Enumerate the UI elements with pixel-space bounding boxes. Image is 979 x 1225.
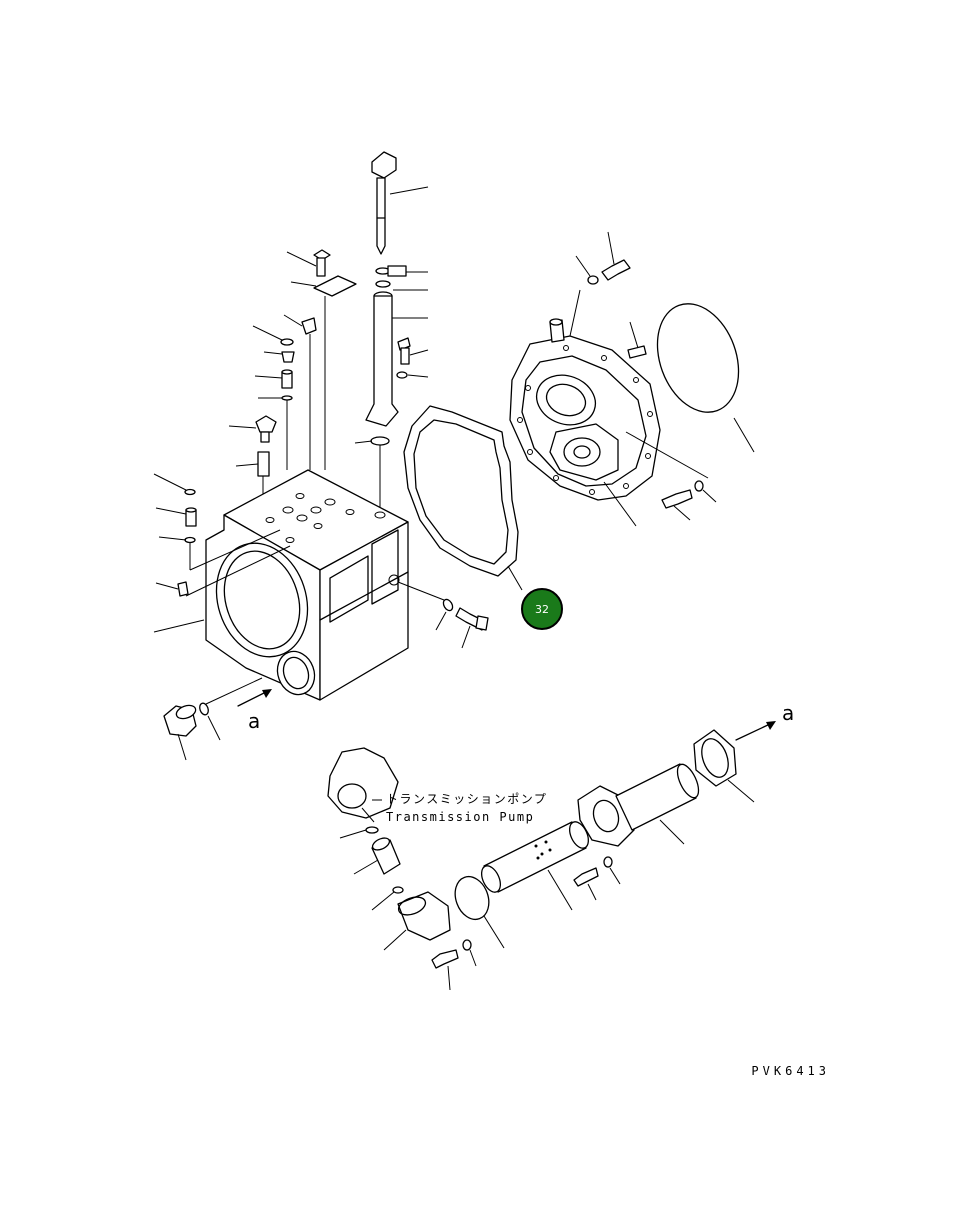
small-parts-column [228,249,357,500]
left-fittings [153,473,197,597]
pump-label: トランスミッションポンプ Transmission Pump [372,792,547,824]
callout-number: 32 [535,603,549,616]
pump-group [327,729,755,991]
drain-plug [163,677,263,761]
view-arrow-right-label: a [782,701,794,725]
callout-badge[interactable]: 32 [521,588,563,630]
view-arrow-right: a [735,701,794,741]
case-side-bolt [397,581,489,649]
large-o-ring [656,303,755,453]
view-arrow-left-label: a [248,709,260,733]
transmission-case [153,469,409,701]
pump-label-japanese: トランスミッションポンプ [386,792,547,806]
gasket [403,405,523,591]
pump-label-english: Transmission Pump [386,810,534,824]
view-arrow-left: a [237,689,272,733]
converter-housing [509,231,717,527]
dipstick-assembly [354,151,429,512]
drawing-code: PVK6413 [751,1064,830,1078]
